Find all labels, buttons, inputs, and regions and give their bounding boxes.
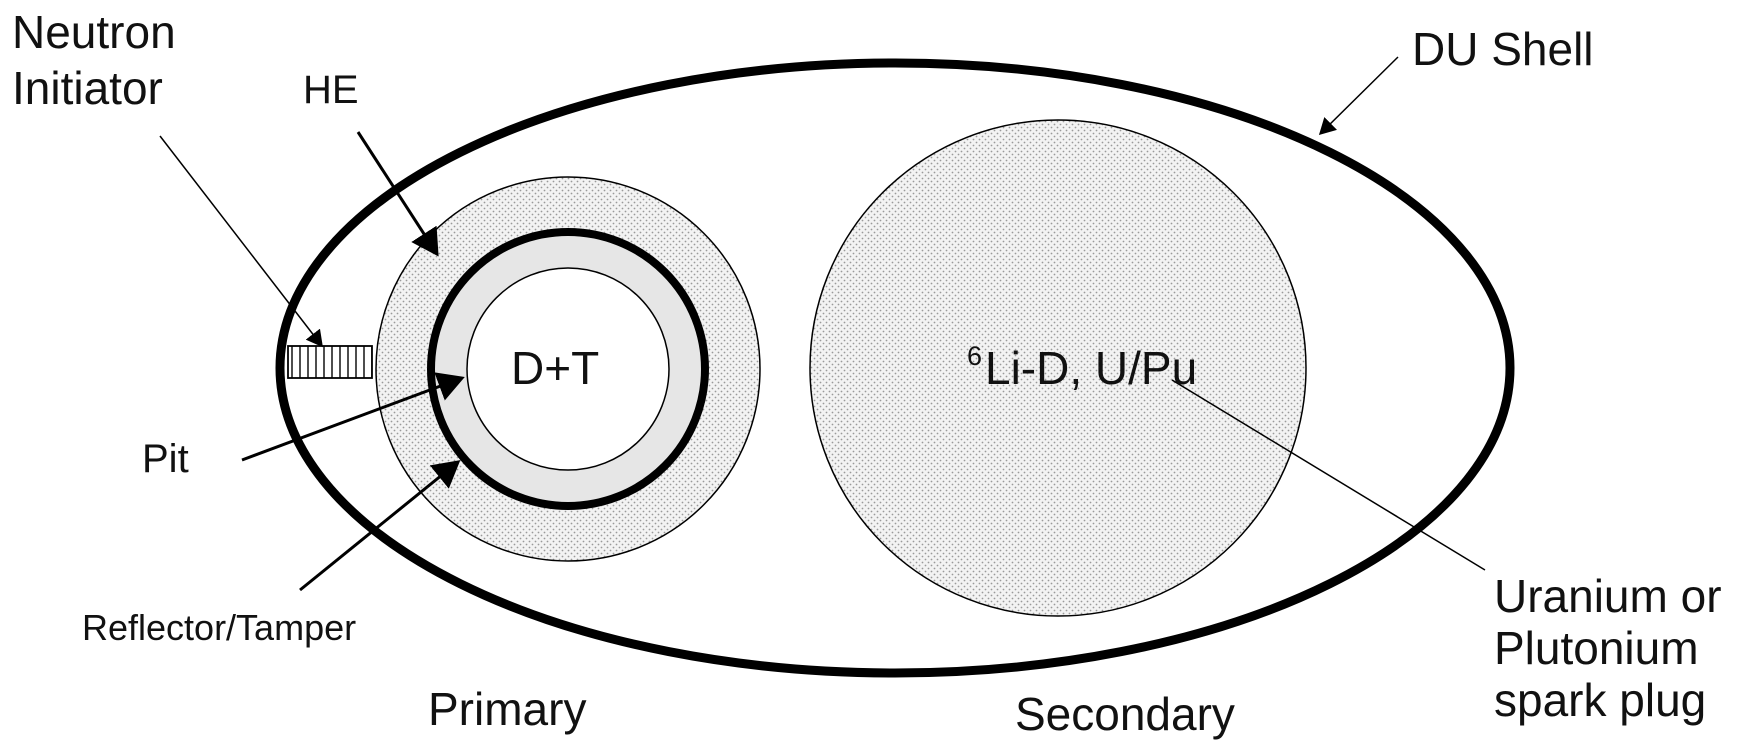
- primary-label: Primary: [428, 683, 586, 735]
- neutron-initiator-label-line1: Neutron: [12, 6, 176, 58]
- pit-core: [466, 267, 670, 471]
- spark-plug-label-line3: spark plug: [1494, 674, 1706, 726]
- he-pointer: [356, 131, 439, 257]
- du-shell-pointer: [1318, 56, 1399, 136]
- dt-label: D+T: [511, 342, 599, 394]
- neutron-initiator-block: [287, 345, 373, 379]
- he-label: HE: [303, 68, 359, 112]
- pit-label: Pit: [142, 437, 189, 481]
- spark-plug-label-line1: Uranium or: [1494, 570, 1722, 622]
- secondary-sphere: [809, 119, 1307, 617]
- du-shell-label: DU Shell: [1412, 23, 1594, 75]
- neutron-initiator-pointer: [159, 135, 323, 348]
- pit-pointer: [241, 372, 465, 462]
- spark-plug-label-line2: Plutonium: [1494, 622, 1699, 674]
- reflector-tamper-label: Reflector/Tamper: [82, 607, 356, 648]
- secondary-fuel-superscript: 6: [967, 341, 982, 371]
- secondary-label: Secondary: [1015, 688, 1235, 740]
- secondary-fuel-label: Li-D, U/Pu: [985, 342, 1197, 394]
- spark-plug-pointer: [1171, 379, 1486, 571]
- reflector-tamper-pointer: [299, 460, 461, 592]
- neutron-initiator-label-line2: Initiator: [12, 62, 163, 114]
